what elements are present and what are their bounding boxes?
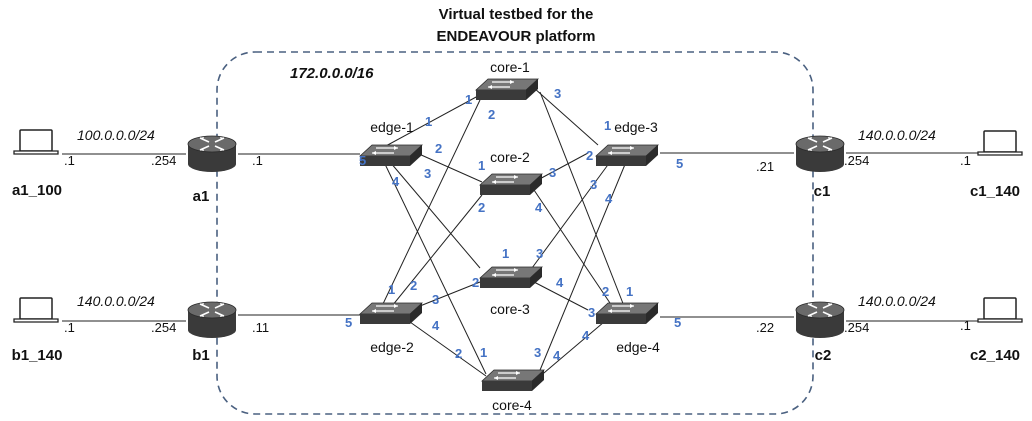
switch-core-1-switch-icon bbox=[475, 78, 539, 101]
port-core2-2: 2 bbox=[478, 200, 485, 215]
router-b1-label: b1 bbox=[192, 347, 210, 364]
port-edge3-3: 3 bbox=[590, 177, 597, 192]
core-4-label: core-4 bbox=[492, 397, 532, 413]
port-edge2-5: 5 bbox=[345, 315, 352, 330]
router-c1-router-icon bbox=[795, 135, 845, 173]
router-b1-router-icon bbox=[187, 301, 237, 339]
port-edge3-4: 4 bbox=[605, 191, 613, 206]
title-line-1: Virtual testbed for the bbox=[439, 6, 594, 23]
port-core1-2: 2 bbox=[488, 107, 495, 122]
core-1-label: core-1 bbox=[490, 59, 530, 75]
port-core3-3: 3 bbox=[536, 246, 543, 261]
router-c1-label: c1 bbox=[814, 183, 831, 200]
addr-b1-host: .1 bbox=[64, 320, 75, 335]
host-c1-140-label: c1_140 bbox=[970, 183, 1020, 200]
port-edge3-2: 2 bbox=[586, 148, 593, 163]
subnet-c2-label: 140.0.0.0/24 bbox=[858, 293, 936, 309]
port-core4-4: 4 bbox=[553, 348, 561, 363]
testbed-boundary bbox=[216, 51, 814, 415]
fabric-links bbox=[381, 87, 627, 379]
port-core3-2: 2 bbox=[472, 275, 479, 290]
core-2-label: core-2 bbox=[490, 149, 530, 165]
router-a1-router-icon bbox=[187, 135, 237, 173]
edge-2-label: edge-2 bbox=[370, 339, 414, 355]
port-edge1-5: 5 bbox=[359, 153, 366, 168]
port-edge2-2: 2 bbox=[410, 278, 417, 293]
router-c2-router-icon bbox=[795, 301, 845, 339]
host-a1-100-label: a1_100 bbox=[12, 182, 62, 199]
port-edge4-5: 5 bbox=[674, 315, 681, 330]
host-c2-140-laptop-icon bbox=[977, 297, 1023, 323]
edge-3-label: edge-3 bbox=[614, 119, 658, 135]
switch-core-2-switch-icon bbox=[479, 173, 543, 196]
host-a1-100-laptop-icon bbox=[13, 129, 59, 155]
port-core1-3: 3 bbox=[554, 86, 561, 101]
core-3-label: core-3 bbox=[490, 301, 530, 317]
port-core3-1: 1 bbox=[502, 246, 509, 261]
port-core4-3: 3 bbox=[534, 345, 541, 360]
port-edge4-2: 2 bbox=[602, 284, 609, 299]
addr-b1-lan: .254 bbox=[151, 320, 176, 335]
port-edge2-3: 3 bbox=[432, 292, 439, 307]
addr-c1-lan: .254 bbox=[844, 153, 869, 168]
switch-core-3-switch-icon bbox=[479, 266, 543, 289]
network-prefix: 172.0.0.0/16 bbox=[290, 65, 374, 82]
addr-b1-fab: .11 bbox=[252, 320, 269, 335]
port-edge1-3: 3 bbox=[424, 166, 431, 181]
port-edge1-2: 2 bbox=[435, 141, 442, 156]
port-edge4-4: 4 bbox=[582, 328, 590, 343]
host-c1-140-laptop-icon bbox=[977, 130, 1023, 156]
subnet-c1-label: 140.0.0.0/24 bbox=[858, 127, 936, 143]
router-c2-label: c2 bbox=[815, 347, 832, 364]
switch-edge-4-switch-icon bbox=[595, 302, 659, 325]
addr-a1-lan: .254 bbox=[151, 153, 176, 168]
addr-c2-fab: .22 bbox=[756, 320, 774, 335]
router-a1-label: a1 bbox=[193, 188, 210, 205]
subnet-a1-label: 100.0.0.0/24 bbox=[77, 127, 155, 143]
port-edge1-4: 4 bbox=[392, 174, 400, 189]
port-core2-1: 1 bbox=[478, 158, 485, 173]
port-labels: 1 2 3 1 2 3 4 5 1 2 3 4 1 2 3 4 5 1 2 3 … bbox=[345, 86, 683, 363]
access-links bbox=[62, 152, 980, 322]
port-edge4-3: 3 bbox=[588, 305, 595, 320]
addr-c1-fab: .21 bbox=[756, 159, 774, 174]
subnet-b1-label: 140.0.0.0/24 bbox=[77, 293, 155, 309]
addr-c2-lan: .254 bbox=[844, 320, 869, 335]
host-b1-140-laptop-icon bbox=[13, 297, 59, 323]
port-edge3-1: 1 bbox=[604, 118, 611, 133]
switch-edge-1-switch-icon bbox=[359, 144, 423, 167]
switch-edge-3-switch-icon bbox=[595, 144, 659, 167]
port-core3-4: 4 bbox=[556, 275, 564, 290]
addr-a1-host: .1 bbox=[64, 153, 75, 168]
router-edge-links bbox=[238, 152, 794, 318]
port-edge2-1: 1 bbox=[388, 282, 395, 297]
port-edge2-4: 4 bbox=[432, 318, 440, 333]
port-edge3-5: 5 bbox=[676, 156, 683, 171]
edge-1-label: edge-1 bbox=[370, 119, 414, 135]
switch-edge-2-switch-icon bbox=[359, 302, 423, 325]
addr-c1-host: .1 bbox=[960, 153, 971, 168]
title-line-2: ENDEAVOUR platform bbox=[437, 28, 596, 45]
port-core2-4: 4 bbox=[535, 200, 543, 215]
addr-c2-host: .1 bbox=[960, 318, 971, 333]
address-labels: .1 .254 .1 .1 .254 .11 .1 .254 .21 .1 .2… bbox=[64, 153, 971, 335]
port-core2-3: 3 bbox=[549, 165, 556, 180]
host-c2-140-label: c2_140 bbox=[970, 347, 1020, 364]
host-b1-140-label: b1_140 bbox=[12, 347, 63, 364]
edge-4-label: edge-4 bbox=[616, 339, 660, 355]
addr-a1-fab: .1 bbox=[252, 153, 263, 168]
switch-core-4-switch-icon bbox=[481, 369, 545, 392]
port-edge1-1: 1 bbox=[425, 114, 432, 129]
port-core1-1: 1 bbox=[465, 92, 472, 107]
port-edge4-1: 1 bbox=[626, 284, 633, 299]
port-core4-1: 1 bbox=[480, 345, 487, 360]
port-core4-2: 2 bbox=[455, 346, 462, 361]
